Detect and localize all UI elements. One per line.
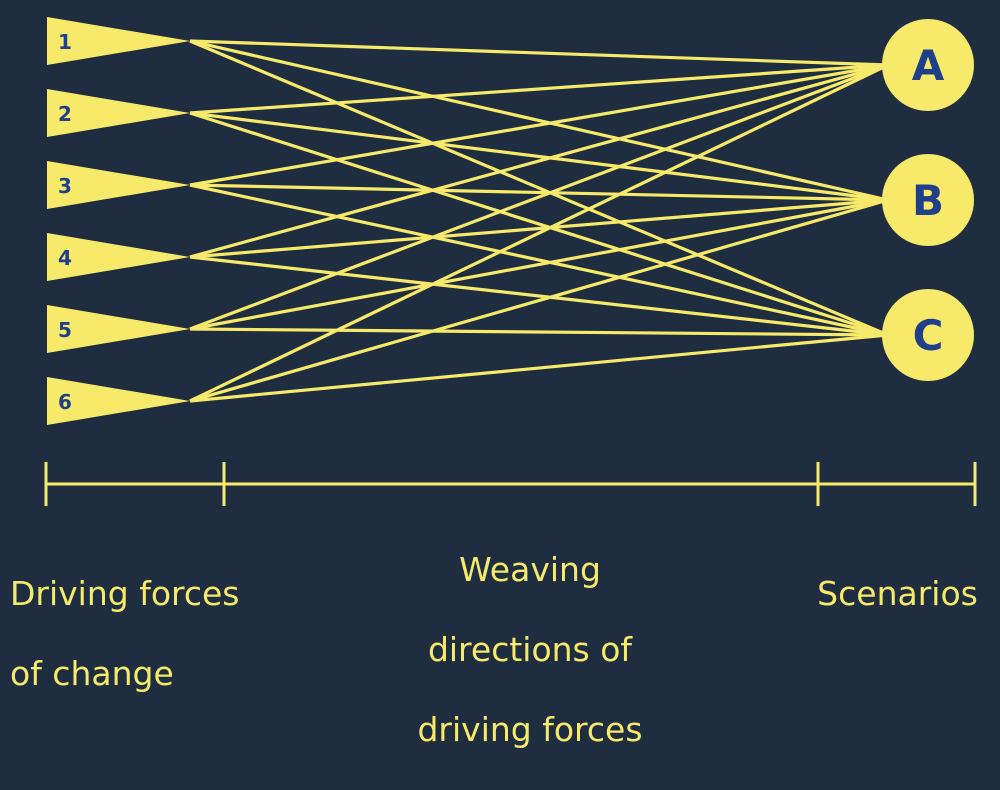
connection-line-2-a [189, 63, 889, 115]
connection-line-6-b [189, 198, 889, 403]
connection-lines [189, 39, 889, 403]
connection-line-1-b [189, 39, 889, 202]
connection-line-4-b [189, 198, 889, 259]
connection-line-1-c [189, 39, 889, 337]
connection-line-6-a [189, 63, 889, 403]
scenario-circle-c [882, 289, 974, 381]
label-driving-forces-line1: Driving forces [10, 574, 240, 613]
connection-line-3-b [189, 183, 889, 202]
driving-force-wedge-5 [47, 305, 190, 353]
driving-force-number-1: 1 [58, 30, 72, 54]
connection-line-3-a [189, 63, 889, 187]
label-weaving-line2: directions of [427, 630, 633, 669]
diagram-canvas: 1 2 3 4 5 6 A B C [44, 17, 977, 506]
connection-line-5-b [189, 198, 889, 331]
scenario-letter-b: B [912, 176, 944, 225]
label-weaving-line1: Weaving [459, 550, 601, 589]
driving-force-number-4: 4 [58, 246, 72, 270]
label-scenarios: Scenarios [800, 534, 995, 654]
driving-force-wedge-4 [47, 233, 190, 281]
label-scenarios-line1: Scenarios [817, 574, 978, 613]
scenario-circle-b [882, 154, 974, 246]
driving-force-number-3: 3 [58, 174, 72, 198]
connection-line-3-c [189, 183, 889, 337]
connection-line-4-a [189, 63, 889, 259]
label-driving-forces: Driving forces of change [10, 534, 280, 734]
timeline-axis [44, 462, 977, 506]
driving-force-number-2: 2 [58, 102, 72, 126]
driving-force-wedge-6 [47, 377, 190, 425]
connection-line-5-c [189, 327, 889, 337]
connection-line-6-c [189, 333, 889, 403]
connection-line-2-c [189, 111, 889, 337]
label-weaving-line3: driving forces [417, 710, 643, 749]
scenario-letter-c: C [913, 311, 944, 360]
scenario-weaving-diagram: 1 2 3 4 5 6 A B C Driving forces of change Weav… [10, 17, 995, 749]
connection-line-2-b [189, 111, 889, 202]
connection-line-5-a [189, 63, 889, 331]
scenario-circles: A B C [882, 19, 974, 381]
connection-line-1-a [189, 39, 889, 67]
scenario-letter-a: A [912, 41, 945, 90]
driving-force-wedge-2 [47, 89, 190, 137]
scenario-circle-a [882, 19, 974, 111]
driving-force-wedges: 1 2 3 4 5 6 [47, 17, 190, 425]
driving-force-wedge-3 [47, 161, 190, 209]
connection-line-4-c [189, 255, 889, 337]
label-driving-forces-line2: of change [10, 654, 174, 693]
driving-force-number-5: 5 [58, 318, 72, 342]
driving-force-wedge-1 [47, 17, 190, 65]
driving-force-number-6: 6 [58, 390, 72, 414]
label-weaving-directions: Weaving directions of driving forces [380, 510, 680, 790]
